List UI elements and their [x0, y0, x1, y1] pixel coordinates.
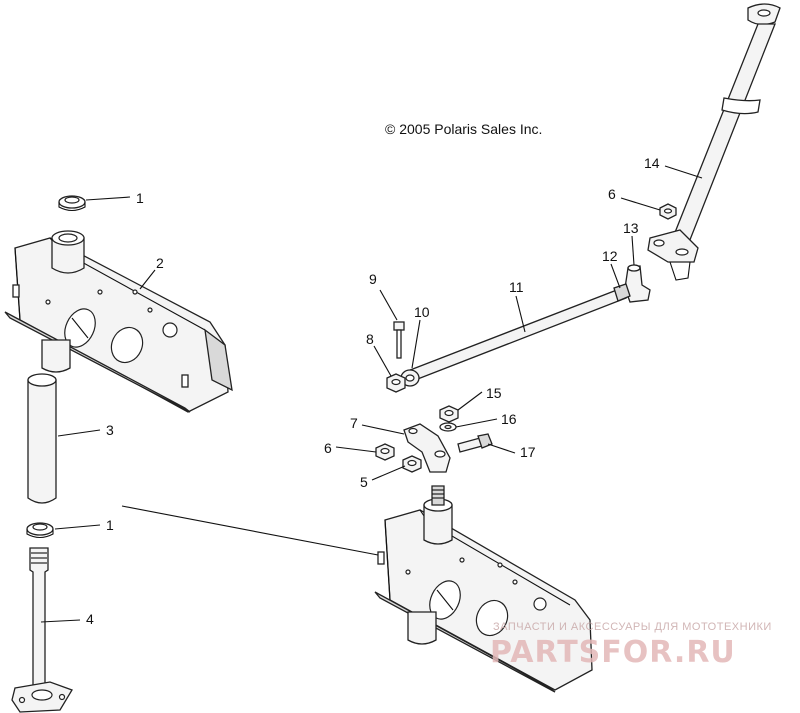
- part-nut-15: [439, 405, 459, 423]
- callout-1-top: 1: [136, 190, 144, 206]
- part-steering-post: [647, 3, 781, 281]
- callout-14: 14: [644, 155, 660, 171]
- part-frame-assembled: [374, 485, 593, 693]
- part-tube: [27, 373, 57, 504]
- callout-1-lower: 1: [106, 517, 114, 533]
- callout-4: 4: [86, 611, 94, 627]
- part-washer-top: [58, 195, 86, 212]
- part-bolt-9: [393, 321, 405, 359]
- part-frame-stub: [41, 339, 71, 373]
- part-bolt-17: [457, 433, 493, 453]
- part-tie-rod: [404, 283, 631, 383]
- callout-3: 3: [106, 422, 114, 438]
- part-washer-lower: [26, 522, 54, 539]
- callout-6-mid: 6: [324, 440, 332, 456]
- part-pitman-arm: [403, 423, 451, 473]
- part-frame-upper: [4, 230, 233, 413]
- callout-7: 7: [350, 415, 358, 431]
- callout-12: 12: [602, 248, 618, 264]
- callout-2: 2: [156, 255, 164, 271]
- part-spindle: [11, 547, 73, 713]
- callout-15: 15: [486, 385, 502, 401]
- part-nut-5: [402, 455, 422, 473]
- callout-16: 16: [501, 411, 517, 427]
- callout-10: 10: [414, 304, 430, 320]
- watermark-tagline: ЗАПЧАСТИ И АКСЕССУАРЫ ДЛЯ МОТОТЕХНИКИ: [493, 621, 772, 633]
- callout-6-top: 6: [608, 186, 616, 202]
- callout-5: 5: [360, 474, 368, 490]
- callout-13: 13: [623, 220, 639, 236]
- callout-9: 9: [369, 271, 377, 287]
- callout-11: 11: [509, 279, 524, 295]
- callout-numbers: 1 2 3 1 4 9 10 8 11 12 13 14 6 7 15 16 6…: [86, 155, 660, 627]
- part-nut-8: [386, 373, 406, 393]
- callout-8: 8: [366, 331, 374, 347]
- watermark-logo: PARTSFOR.RU: [490, 635, 736, 670]
- part-washer-16: [439, 422, 457, 432]
- leader-lines: [40, 165, 703, 623]
- callout-17: 17: [520, 444, 536, 460]
- copyright-text: © 2005 Polaris Sales Inc.: [385, 121, 542, 137]
- part-nut-6-mid: [375, 443, 395, 461]
- watermark: ЗАПЧАСТИ И АКСЕССУАРЫ ДЛЯ МОТОТЕХНИКИ PA…: [490, 621, 772, 670]
- part-nut-6-top: [659, 203, 677, 220]
- part-rod-end: [400, 369, 420, 387]
